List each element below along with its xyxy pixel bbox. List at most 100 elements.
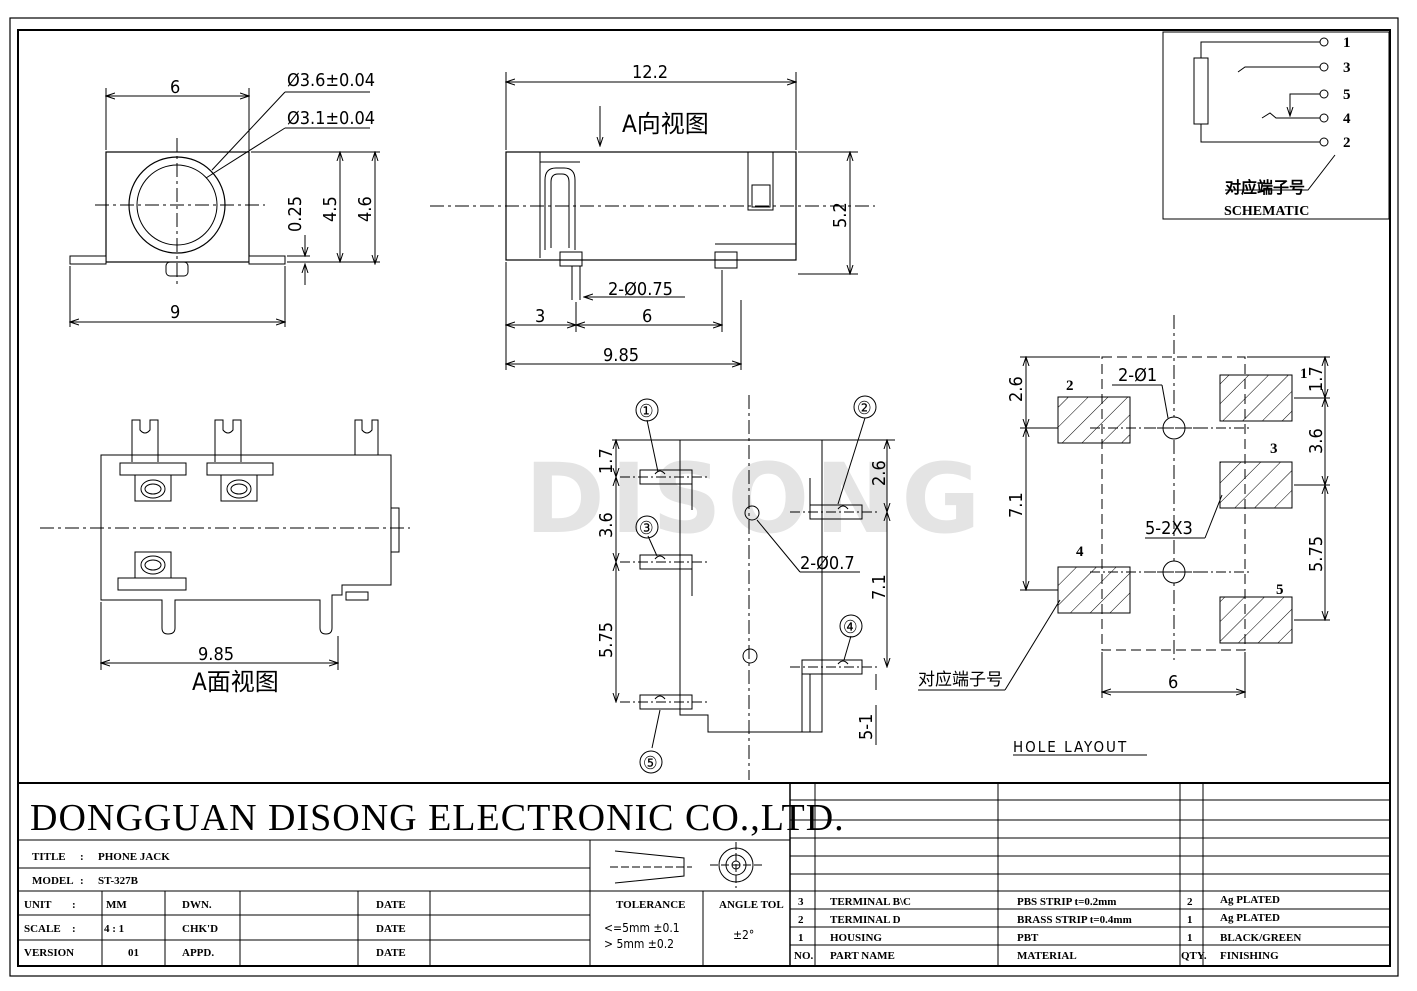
bom-row-2-name: TERMINAL D xyxy=(830,914,901,926)
hl-label-cn: 对应端子号 xyxy=(918,670,1003,690)
model-sep: : xyxy=(80,875,84,887)
version-value: 01 xyxy=(128,947,139,959)
side-view xyxy=(430,72,875,370)
dim-46: 4.6 xyxy=(355,196,376,222)
inner-frame xyxy=(17,29,1391,967)
schematic-label-cn: 对应端子号 xyxy=(1225,178,1305,197)
schematic-pin-4: 4 xyxy=(1343,111,1351,127)
title-block-lines xyxy=(18,782,1390,966)
bom-row-1-finish: BLACK/GREEN xyxy=(1220,932,1301,944)
title-sep: : xyxy=(80,851,84,863)
dim-6: 6 xyxy=(642,306,652,327)
schematic-pin-2: 2 xyxy=(1343,135,1351,151)
pad-1: 1 xyxy=(1300,366,1308,382)
tolerance-label: TOLERANCE xyxy=(616,899,685,911)
callout-5: ⑤ xyxy=(643,753,658,774)
bom-row-3-no: 3 xyxy=(798,896,804,908)
dim-length: 12.2 xyxy=(632,62,668,83)
bom-row-2-material: BRASS STRIP t=0.4mm xyxy=(1017,914,1132,926)
pad-5: 5 xyxy=(1276,582,1284,598)
hl-dim-26: 2.6 xyxy=(1006,376,1027,402)
schematic-labels: 1 3 5 4 2 对应端子号 SCHEMATIC xyxy=(1224,35,1351,219)
pad-2: 2 xyxy=(1066,378,1074,394)
schematic-pin-3: 3 xyxy=(1343,60,1351,76)
schematic-pin-5: 5 xyxy=(1343,87,1351,103)
tolerance-line-2: > 5mm ±0.2 xyxy=(604,937,674,951)
bom-header-name: PART NAME xyxy=(830,950,895,962)
callout-2: ② xyxy=(857,398,872,419)
bom-row-3-finish: Ag PLATED xyxy=(1220,894,1280,906)
hl-dim-pads: 5-2X3 xyxy=(1145,518,1193,539)
scale-sep: : xyxy=(72,923,76,935)
dim-025: 0.25 xyxy=(285,196,306,232)
pad-3: 3 xyxy=(1270,441,1278,457)
bom-row-1-qty: 1 xyxy=(1187,932,1193,944)
bom-row-3-material: PBS STRIP t=0.2mm xyxy=(1017,896,1116,908)
schematic-label-en: SCHEMATIC xyxy=(1224,204,1309,219)
hole-layout xyxy=(918,315,1330,756)
date-label-3: DATE xyxy=(376,947,406,959)
title-block-text: DONGGUAN DISONG ELECTRONIC CO.,LTD. TITL… xyxy=(24,797,1301,962)
title-value: PHONE JACK xyxy=(98,851,170,863)
bom-row-1-name: HOUSING xyxy=(830,932,882,944)
bv-dim-71: 7.1 xyxy=(869,574,890,600)
bv-dim-26: 2.6 xyxy=(869,460,890,486)
bom-row-2-finish: Ag PLATED xyxy=(1220,912,1280,924)
bom-row-3-name: TERMINAL B\C xyxy=(830,896,911,908)
bom-row-1-material: PBT xyxy=(1017,932,1039,944)
company-name: DONGGUAN DISONG ELECTRONIC CO.,LTD. xyxy=(30,797,845,839)
bom-row-1-no: 1 xyxy=(798,932,804,944)
bom-header-qty: QTY. xyxy=(1181,950,1207,962)
hole-layout-labels: 2 1 3 4 5 2-Ø1 5-2X3 2.6 7.1 1.7 3.6 5.7… xyxy=(918,365,1327,756)
dim-width-top: 6 xyxy=(170,77,180,98)
angle-tol-label: ANGLE TOL xyxy=(719,899,784,911)
model-value: ST-327B xyxy=(98,875,139,887)
dim-dia-outer: Ø3.6±0.04 xyxy=(287,70,375,91)
unit-sep: : xyxy=(72,899,76,911)
hl-dim-holes: 2-Ø1 xyxy=(1118,365,1157,386)
title-label: TITLE xyxy=(32,851,66,863)
scale-value: 4 : 1 xyxy=(104,923,124,935)
dim-3: 3 xyxy=(535,306,545,327)
a-face-dim: 9.85 xyxy=(198,644,234,665)
view-label-a-face: A面视图 xyxy=(192,668,279,696)
date-label-2: DATE xyxy=(376,923,406,935)
unit-value: MM xyxy=(106,899,127,911)
hl-dim-71: 7.1 xyxy=(1006,492,1027,518)
dim-45: 4.5 xyxy=(320,196,341,222)
dim-width-bottom: 9 xyxy=(170,302,180,323)
bv-dim-51: 5-1 xyxy=(856,714,877,740)
scale-label: SCALE xyxy=(24,923,61,935)
bv-dim-575: 5.75 xyxy=(596,622,617,658)
a-face-labels: 9.85 A面视图 xyxy=(192,644,279,696)
hl-dim-6: 6 xyxy=(1168,672,1178,693)
appd-label: APPD. xyxy=(182,947,214,959)
callout-4: ④ xyxy=(843,617,858,638)
schematic-box xyxy=(1162,31,1390,220)
model-label: MODEL xyxy=(32,875,74,887)
bv-dim-holes: 2-Ø0.7 xyxy=(800,553,855,574)
hl-dim-36: 3.6 xyxy=(1306,428,1327,454)
bom-header-material: MATERIAL xyxy=(1017,950,1077,962)
dim-985: 9.85 xyxy=(603,345,639,366)
bom-header-finish: FINISHING xyxy=(1220,950,1279,962)
hl-dim-575: 5.75 xyxy=(1306,536,1327,572)
dim-dia-inner: Ø3.1±0.04 xyxy=(287,108,375,129)
front-view-labels: 6 Ø3.6±0.04 Ø3.1±0.04 9 0.25 4.5 4.6 xyxy=(170,70,376,323)
unit-label: UNIT xyxy=(24,899,52,911)
pad-4: 4 xyxy=(1076,544,1084,560)
a-face-view xyxy=(40,419,410,670)
angle-tol-value: ±2° xyxy=(733,928,754,942)
watermark: DISONG xyxy=(525,443,986,555)
view-label-a-direction: A向视图 xyxy=(622,110,709,138)
dim-pins-dia: 2-Ø0.75 xyxy=(608,279,673,300)
bom-row-2-no: 2 xyxy=(798,914,804,926)
bv-dim-36: 3.6 xyxy=(596,512,617,538)
bottom-view xyxy=(612,395,895,780)
callout-1: ① xyxy=(639,401,654,422)
bom-header-no: NO. xyxy=(794,950,814,962)
front-view xyxy=(70,88,380,327)
dwn-label: DWN. xyxy=(182,899,212,911)
version-label: VERSION xyxy=(24,947,74,959)
